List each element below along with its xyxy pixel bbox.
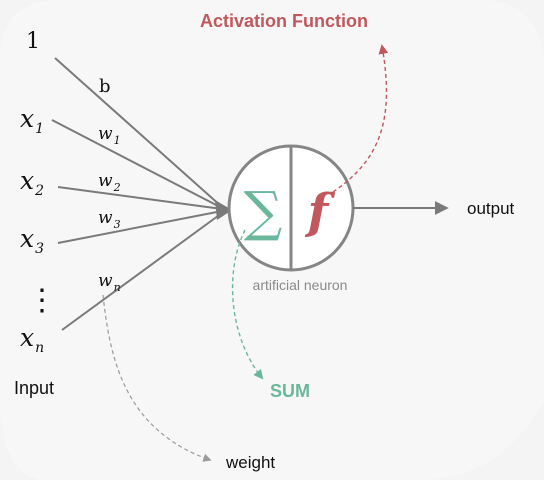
input-xn: xn xyxy=(20,323,44,356)
input-x1: x1 xyxy=(20,104,44,137)
activation-function-title: Activation Function xyxy=(200,11,368,31)
input-arrowhead xyxy=(215,200,232,220)
weight-w1: w1 xyxy=(98,124,121,147)
input-label: Input xyxy=(14,378,54,398)
output-label: output xyxy=(467,199,515,218)
input-x3: x3 xyxy=(20,224,44,257)
weight-w2: w2 xyxy=(98,171,121,194)
sum-symbol: ∑ xyxy=(244,180,283,243)
neuron-label: artificial neuron xyxy=(253,277,348,293)
input-line-x3 xyxy=(57,210,223,244)
weight-wn: wn xyxy=(98,271,121,294)
bias-weight-label: b xyxy=(99,76,111,97)
input-line-bias xyxy=(54,57,223,208)
weight-label: weight xyxy=(225,453,275,472)
bias-input-value: 1 xyxy=(26,29,40,54)
input-x2: x2 xyxy=(20,166,44,199)
weight-w3: w3 xyxy=(98,208,121,231)
sum-label: SUM xyxy=(270,381,310,401)
input-line-x2 xyxy=(57,186,223,210)
input-line-xn xyxy=(61,212,223,331)
weight-pointer xyxy=(102,294,212,462)
input-dots: ⋮ xyxy=(27,283,57,318)
sum-pointer xyxy=(231,229,264,380)
input-line-x1 xyxy=(51,119,223,209)
